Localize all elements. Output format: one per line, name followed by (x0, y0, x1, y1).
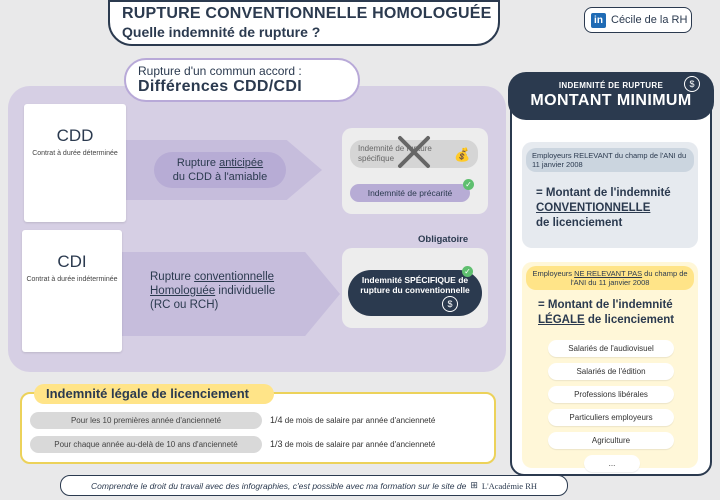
legal-text-2: de mois de salaire par année d'anciennet… (284, 440, 436, 449)
money-bag-icon: 💰 (454, 147, 471, 162)
cdi-desc: Contrat à durée indéterminée (26, 276, 118, 283)
footer-text: Comprendre le droit du travail avec des … (91, 480, 467, 491)
academie-logo-icon: ⊞ (470, 480, 478, 490)
section-heading: Différences CDD/CDI (138, 78, 302, 95)
cdd-title: CDD (56, 126, 94, 145)
main-title: RUPTURE CONVENTIONNELLE HOMOLOGUÉE (122, 5, 492, 22)
cdi-title: CDI (57, 252, 87, 271)
legal-fraction-1: 1/4 (270, 415, 283, 425)
author-badge[interactable]: in Cécile de la RH (584, 7, 692, 33)
cdi-card: CDI Contrat à durée indéterminée (22, 230, 122, 352)
relevant-result: = Montant de l'indemnité CONVENTIONNELLE… (536, 186, 692, 231)
cdd-desc: Contrat à durée déterminée (32, 150, 118, 157)
non-relevant-label-pill: Employeurs NE RELEVANT PAS du champ de l… (526, 266, 694, 290)
precarite-pill: Indemnité de précarité (350, 184, 470, 202)
category-edition: Salariés de l'édition (548, 363, 674, 380)
title-banner: RUPTURE CONVENTIONNELLE HOMOLOGUÉE Quell… (108, 0, 500, 46)
non-relevant-pre: Employeurs (532, 269, 575, 278)
money-bag-icon-header: $ (684, 76, 700, 92)
legal-title: Indemnité légale de licenciement (34, 384, 274, 404)
cdd-rupture-underlined: anticipée (219, 157, 264, 169)
legal-row-label-2: Pour chaque année au-delà de 10 ans d'an… (30, 436, 262, 453)
minimum-amount-header: INDEMNITÉ DE RUPTURE MONTANT MINIMUM (508, 72, 714, 120)
check-icon-cdi: ✓ (462, 266, 473, 277)
relevant-post: de licenciement (536, 217, 623, 229)
header-small: INDEMNITÉ DE RUPTURE (558, 81, 664, 90)
cdd-rupture-pre: Rupture (176, 157, 220, 169)
cdd-rupture-post: du CDD à l'amiable (172, 171, 268, 183)
money-bag-icon-cdi: $ (442, 296, 458, 312)
legal-post: de licenciement (584, 314, 675, 326)
cross-icon (394, 134, 434, 175)
footer-banner[interactable]: Comprendre le droit du travail avec des … (60, 475, 568, 496)
section-subtitle: Rupture d'un commun accord : (138, 64, 302, 78)
main-question: Quelle indemnité de rupture ? (122, 24, 321, 40)
relevant-pre: = Montant de l'indemnité (536, 187, 671, 199)
legal-row-value-1: 1/4 de mois de salaire par année d'ancie… (270, 415, 435, 425)
cdd-card: CDD Contrat à durée déterminée (24, 104, 126, 222)
specific-outcome-pill: Indemnité SPÉCIFIQUE de rupture du conve… (348, 270, 482, 316)
category-audiovisuel: Salariés de l'audiovisuel (548, 340, 674, 357)
check-icon: ✓ (463, 179, 474, 190)
legal-result: = Montant de l'indemnité LÉGALE de licen… (538, 298, 698, 328)
cdi-rupture-note: (RC ou RCH) (150, 299, 219, 311)
cdi-arrow (122, 252, 340, 336)
linkedin-icon: in (591, 12, 606, 28)
crossed-outcome-label: Indemnité de rupture spécifique (358, 144, 432, 163)
category-liberales: Professions libérales (548, 386, 674, 403)
author-name: Cécile de la RH (611, 14, 688, 26)
legal-row-value-2: 1/3 de mois de salaire par année d'ancie… (270, 439, 435, 449)
relevant-label: Employeurs RELEVANT du champ de l'ANI du… (532, 151, 687, 169)
category-more: ... (584, 455, 640, 472)
cdi-rupture-text: Rupture conventionnelle Homologuée indiv… (150, 270, 300, 312)
relevant-label-pill: Employeurs RELEVANT du champ de l'ANI du… (526, 148, 694, 172)
legal-row-label-1: Pour les 10 premières année d'ancienneté (30, 412, 262, 429)
cdi-rupture-post: individuelle (215, 285, 276, 297)
cdi-rupture-pre: Rupture (150, 271, 195, 283)
legal-underlined: LÉGALE (538, 314, 585, 326)
footer-brand: L'Académie RH (481, 480, 537, 491)
legal-text-1: de mois de salaire par année d'anciennet… (284, 416, 436, 425)
relevant-underlined: CONVENTIONNELLE (536, 202, 651, 214)
obligatoire-label: Obligatoire (418, 234, 469, 245)
specific-outcome-label: Indemnité SPÉCIFIQUE de rupture du conve… (360, 275, 470, 295)
precarite-label: Indemnité de précarité (367, 188, 453, 198)
cdi-rupture-underlined1: conventionnelle (194, 271, 275, 283)
section-title: Rupture d'un commun accord : Différences… (124, 58, 360, 102)
legal-pre: = Montant de l'indemnité (538, 299, 673, 311)
non-relevant-underlined: NE RELEVANT PAS (574, 269, 643, 278)
category-agriculture: Agriculture (548, 432, 674, 449)
legal-fraction-2: 1/3 (270, 439, 283, 449)
non-relevant-post: du champ de l'ANI du 11 janvier 2008 (570, 269, 688, 287)
cdd-rupture-pill: Rupture anticipée du CDD à l'amiable (154, 152, 286, 188)
crossed-outcome: Indemnité de rupture spécifique (350, 140, 478, 168)
category-particuliers: Particuliers employeurs (548, 409, 674, 426)
cdi-rupture-underlined2: Homologuée (150, 285, 216, 297)
header-big: MONTANT MINIMUM (530, 92, 692, 109)
